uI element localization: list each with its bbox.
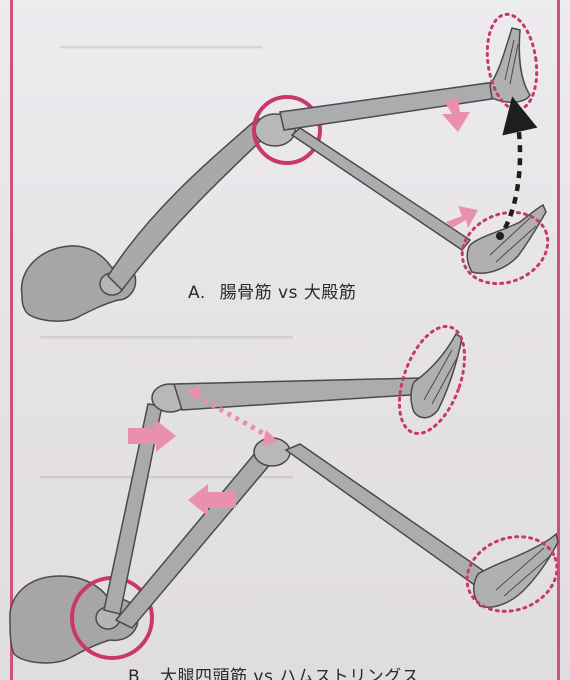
bleed-through-text: ━━━━━━━━━━━━━━━━━━━━━━━━━━━━━━ [40,330,293,346]
figure-b-title: 大腿四頭筋 vs ハムストリングス [159,667,420,680]
figure-b: B. 大腿四頭筋 vs ハムストリングス [0,320,570,680]
bleed-through-text: ━━━━━━━━━━━━━━━━━━━━━━━━ [60,40,263,56]
push-arrow-icon [188,484,236,516]
bleed-through-text: ━━━━━━━━━━━━━━━━━━━━━━━━━━━━━━ [40,470,293,486]
arrow-head [262,430,278,446]
figure-b-label: B. [128,667,147,680]
knee-highlight-circle [252,95,322,165]
foot-dotted-ellipse [460,210,550,286]
foot-skeleton-icon [466,203,547,274]
figure-b-caption: B. 大腿四頭筋 vs ハムストリングス [128,662,419,680]
motion-path-arrow [502,96,538,230]
tibia-upper-bone [279,81,499,131]
foot-dotted-ellipse [397,325,467,435]
arrow-head [186,386,202,402]
push-arrow-icon [442,98,470,132]
frame-left-border [10,0,13,680]
figure-a-label: A. [188,283,206,303]
frame-right-border [557,0,560,680]
foot-skeleton-icon [489,27,531,103]
figure-a-illustration [20,12,550,322]
pelvis-icon [20,245,137,322]
foot-skeleton-icon [410,332,463,419]
figure-a-title: 腸骨筋 vs 大殿筋 [219,283,357,303]
femur-bone [107,117,274,292]
tibia-lower-bone [284,443,490,587]
foot-dotted-ellipse [465,535,559,613]
motion-start-point [496,232,504,240]
tibia-lower-bone [290,127,472,252]
push-arrow-icon [128,420,176,452]
push-arrow-icon [446,206,478,228]
figure-a: A. 腸骨筋 vs 大殿筋 [0,0,570,330]
figure-b-illustration [9,325,559,664]
muscle-span-arrow [194,393,274,441]
figure-a-caption: A. 腸骨筋 vs 大殿筋 [188,278,356,303]
